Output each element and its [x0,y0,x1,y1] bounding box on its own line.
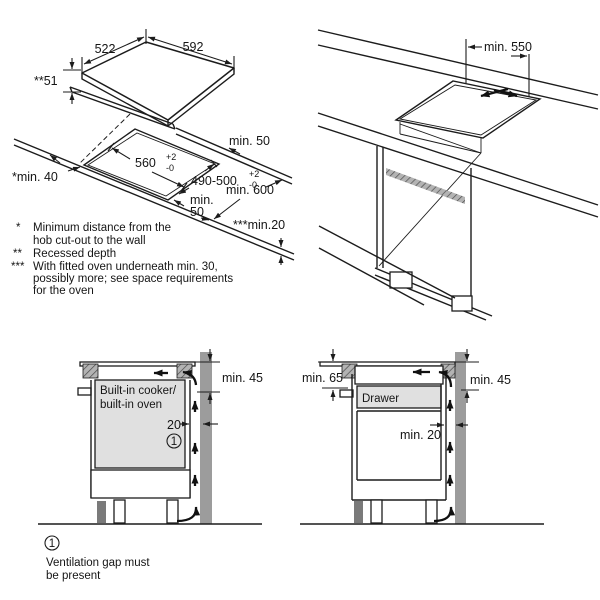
plinth-block-right [354,501,363,523]
drawer-section-diagram: Drawer min. 65 min. 45 min. 20 [300,349,544,525]
floor-lines [318,225,456,306]
dim-560-sup: +2 [166,152,176,162]
dim-560: 560 +2 -0 [107,142,188,192]
ventilation-caption: 1 Ventilation gap must be present [44,535,150,582]
caption-line2: be present [46,570,101,582]
caption-number: 1 [49,538,55,550]
dim-gap20: 20 [167,418,218,432]
footnote1-line1: Minimum distance from the [33,222,171,234]
airflow-arrows-left-diagram [153,369,201,523]
foot-right [166,499,179,524]
cabinet-foot-left [389,271,413,289]
dim-min45-right-diagram: min. 45 [455,349,511,403]
footnote1-marker: * [16,222,21,234]
footnote2-marker: ** [13,248,22,260]
dim-490-500: 490-500 +2 -0 [178,159,259,195]
dim-min20-right: min. 20 [400,422,468,442]
wall-bar-right [455,352,466,524]
dim-min550: min. 550 [465,39,532,97]
projection-dashed-line [79,113,131,164]
vent-note-number: 1 [171,436,177,448]
dim-490-label: 490-500 [191,174,237,188]
worktop-cutout-hole [378,80,542,267]
hob-terminal-box-right [339,389,354,398]
dim-min20: ***min.20 [233,218,285,265]
footnote2-line1: Recessed depth [33,248,116,260]
foot-right2 [425,499,438,524]
caption-line1: Ventilation gap must [46,557,150,569]
worktop-hatch-left [82,363,99,379]
drawer-label: Drawer [362,393,399,405]
footnote1-line2: hob cut-out to the wall [33,235,146,247]
dim-490-sup: +2 [249,169,259,179]
cabinet-feet-right [354,499,438,524]
caption-circle [44,535,60,551]
dim-592-label: 592 [183,40,204,54]
oven-label-line2: built-in oven [100,399,162,411]
dim-min50-back-label: min. 50 [229,134,270,148]
dim-51: **51 [34,58,81,104]
dim-min20-right-label: min. 20 [400,428,441,442]
wall-bar [200,352,212,524]
dim-min65: min. 65 [302,349,348,401]
hob-cutout-diagram: 522 592 **51 560 +2 -0 [12,29,295,265]
dim-min550-label: min. 550 [484,40,532,54]
dim-min600-label: min. 600 [226,183,274,197]
cabinet-feet [97,499,179,524]
worktop-surfaces [317,29,599,218]
footnote3-line3: for the oven [33,285,94,297]
dim-min50-front: min. 50 [173,193,214,221]
dim-min45-right-label: min. 45 [470,373,511,387]
dim-min65-label: min. 65 [302,371,343,385]
plinth-block [97,501,106,523]
oven-box: Built-in cooker/ built-in oven [90,379,191,499]
dim-min50-back: min. 50 [228,134,270,155]
dim-522-label: 522 [95,42,116,56]
vent-note-marker: 1 [166,433,182,449]
dim-560-label: 560 [135,156,156,170]
worktop-hatch-right [176,363,193,379]
front-rail-hatch [386,168,465,204]
dim-min40-label: *min. 40 [12,170,58,184]
dim-gap20-label: 20 [167,418,181,432]
airflow-arrows-right-diagram [412,368,456,523]
oven-label-line1: Built-in cooker/ [100,385,177,397]
dim-min45-label: min. 45 [222,371,263,385]
dim-min40: *min. 40 [12,154,81,184]
dim-522: 522 [81,29,147,73]
foot-left [113,499,126,524]
dim-min50-front-l1: min. [190,193,214,207]
dim-min600: min. 600 [213,179,283,220]
footnote3-line2: possibly more; see space requirements [33,273,233,285]
hob-terminal-box [77,387,92,396]
dim-min45-left-diagram: min. 45 [195,349,263,404]
dim-592: 592 [147,36,235,72]
dim-min50-front-l2: 50 [190,205,204,219]
dim-min20-label: ***min.20 [233,218,285,232]
cutout-direction-arrows [480,87,518,98]
footnote3-line1: With fitted oven underneath min. 30, [33,261,218,273]
footnotes: * Minimum distance from the hob cut-out … [11,222,233,297]
foot-left2 [370,499,383,524]
dim-560-sub: -0 [166,163,174,173]
base-cabinet [374,146,493,321]
oven-section-diagram: Built-in cooker/ built-in oven min. 45 2… [38,349,263,525]
dim-490-sub: -0 [249,180,257,190]
footnote3-marker: *** [11,261,25,273]
worktop-section-right [319,361,456,398]
cabinet-foot-right [451,295,473,312]
dim-51-label: **51 [34,74,58,88]
worktop-perspective-diagram: min. 550 [317,29,599,321]
